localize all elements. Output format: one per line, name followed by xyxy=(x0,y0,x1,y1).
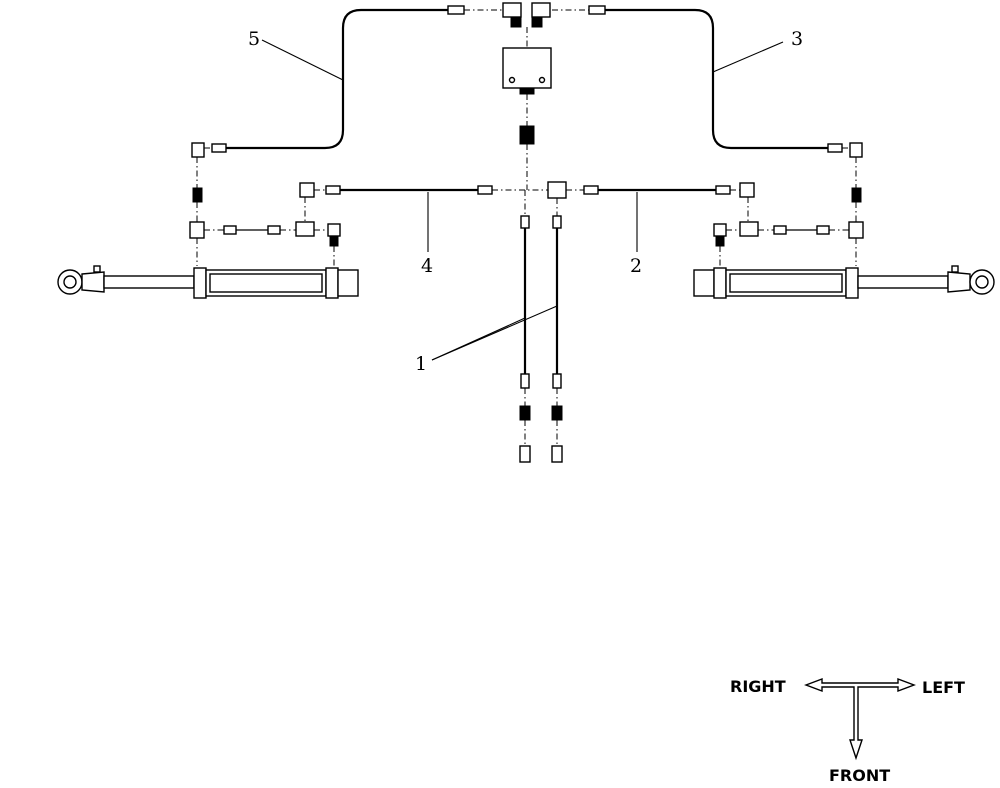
callout-2: 2 xyxy=(630,255,642,277)
right-cylinder xyxy=(693,265,995,299)
callout-5: 5 xyxy=(248,28,260,50)
hose-5 xyxy=(211,5,465,153)
leader-lines xyxy=(261,39,784,361)
direction-front-label: FRONT xyxy=(829,766,890,785)
hose-4 xyxy=(299,182,548,198)
center-tee xyxy=(547,181,584,199)
direction-right-label: RIGHT xyxy=(730,677,786,696)
hose-2 xyxy=(583,182,755,198)
hose-3 xyxy=(588,5,843,153)
direction-left-label: LEFT xyxy=(922,678,965,697)
left-fittings xyxy=(189,142,341,266)
callout-4: 4 xyxy=(421,255,433,277)
callout-1: 1 xyxy=(415,353,427,375)
right-fittings xyxy=(713,142,864,266)
hose-1-pair xyxy=(519,190,563,463)
callout-3: 3 xyxy=(791,28,803,50)
valve-block xyxy=(464,2,589,190)
left-cylinder xyxy=(57,265,359,299)
orientation-indicator xyxy=(804,677,916,761)
